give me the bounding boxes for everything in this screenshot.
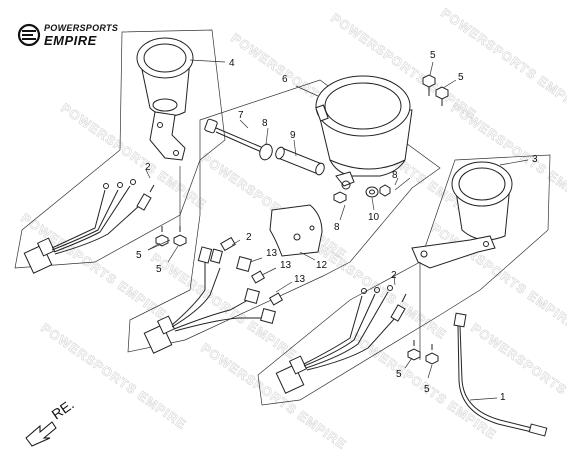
- brand-logo: POWERSPORTS EMPIRE: [17, 23, 118, 48]
- callout-5: 5: [396, 369, 402, 380]
- callout-5: 5: [424, 384, 430, 395]
- watermark-text: POWERSPORTS EMPIRE: [468, 320, 567, 432]
- brand-emblem-icon: [17, 23, 41, 47]
- callout-2: 2: [145, 162, 151, 173]
- callout-6: 6: [282, 74, 288, 85]
- callout-8: 8: [262, 118, 268, 129]
- mounting-bolt-assembly: [204, 118, 325, 176]
- callout-labels: 4 6 7 8 9 5 5 8 10 8 12 3 2 5 5 2 13 13 …: [136, 50, 538, 403]
- callout-1: 1: [500, 392, 506, 403]
- callout-7: 7: [238, 110, 244, 121]
- direction-indicator: RE.: [25, 396, 77, 447]
- direction-label: RE.: [49, 396, 77, 422]
- part-12-bracket: [269, 204, 323, 257]
- callout-10: 10: [368, 212, 380, 223]
- part-1-speedo-cable: [453, 312, 548, 437]
- callout-4: 4: [229, 58, 235, 69]
- callout-5: 5: [458, 72, 464, 83]
- wire-harness-center: [143, 236, 284, 354]
- bolt-left-pair: [147, 166, 187, 251]
- callout-8: 8: [392, 170, 398, 181]
- callout-2: 2: [246, 232, 252, 243]
- callout-5: 5: [430, 50, 436, 61]
- callout-5: 5: [156, 264, 162, 275]
- callout-13: 13: [280, 260, 292, 271]
- part-6-center-meter: [315, 75, 413, 190]
- callout-13: 13: [266, 248, 278, 259]
- watermark-text: POWERSPORTS EMPIRE: [198, 340, 349, 452]
- panel-outlines: [14, 29, 551, 406]
- callout-8: 8: [334, 222, 340, 233]
- leader-lines: [145, 59, 529, 401]
- wire-harness-left: [23, 179, 155, 274]
- nut-washer-set: [333, 177, 411, 204]
- arrow-left-icon: [25, 421, 57, 447]
- brand-line2: EMPIRE: [44, 33, 97, 48]
- callout-9: 9: [290, 130, 296, 141]
- callout-3: 3: [532, 154, 538, 165]
- brand-line1: POWERSPORTS: [44, 23, 118, 33]
- part-3-tachometer: [411, 161, 513, 360]
- callout-12: 12: [316, 260, 328, 271]
- callout-13: 13: [294, 274, 306, 285]
- bolt-top-pair: [422, 74, 449, 106]
- callout-2: 2: [391, 270, 397, 281]
- callout-5: 5: [136, 250, 142, 261]
- part-4-speedometer: [136, 37, 194, 161]
- bolt-right-pair: [407, 340, 439, 365]
- wire-harness-right: [275, 285, 407, 394]
